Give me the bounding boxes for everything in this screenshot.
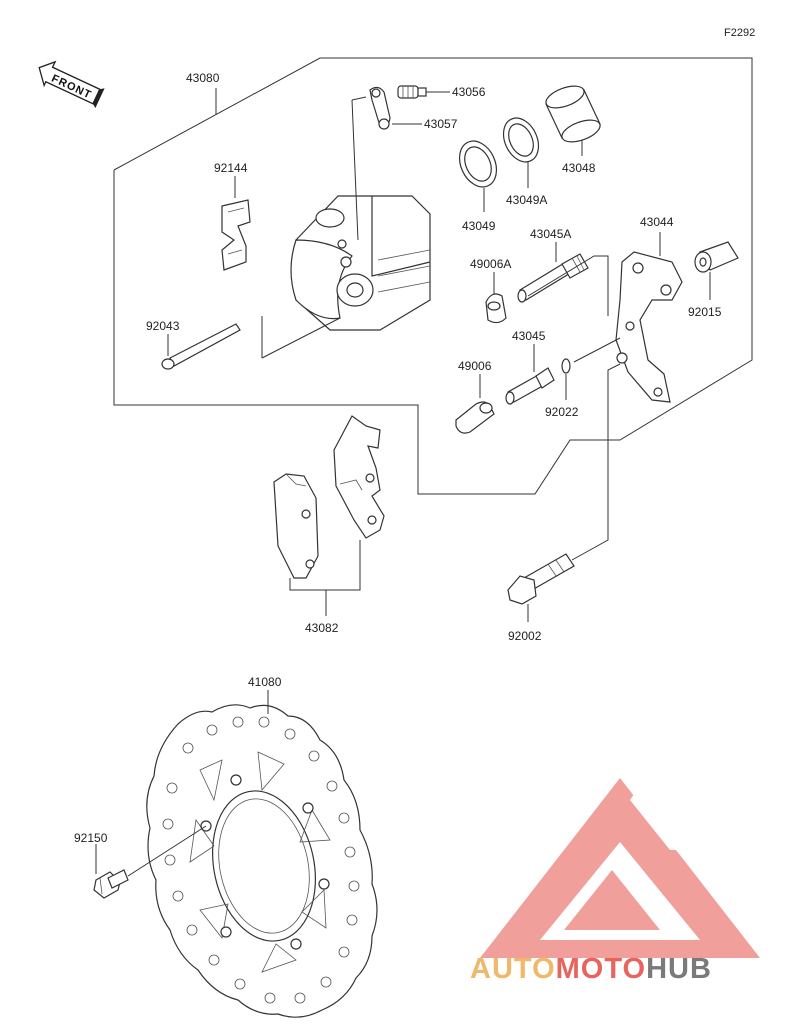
ring-guide [573, 337, 621, 363]
label-49006A: 49006A [470, 257, 511, 271]
label-43056: 43056 [452, 85, 486, 99]
label-43057: 43057 [424, 117, 458, 131]
shaft-part [505, 367, 555, 405]
shaft-a-guide [527, 255, 609, 316]
label-43049A: 43049A [506, 193, 547, 207]
label-92015: 92015 [688, 305, 722, 319]
pad-spring-part [221, 199, 251, 271]
label-43080: 43080 [186, 71, 220, 85]
disc-bolt-guide [127, 825, 207, 877]
watermark-hub: HUB [646, 953, 712, 985]
pin-guide-2 [261, 317, 341, 359]
label-92144: 92144 [214, 161, 248, 175]
disc-bolt-part [93, 869, 129, 899]
watermark-logo [480, 778, 760, 958]
pad-pin-part [161, 323, 241, 370]
label-49006: 49006 [458, 359, 492, 373]
label-43045A: 43045A [530, 227, 571, 241]
piston-part [545, 85, 601, 143]
brake-disc-part [146, 704, 378, 1018]
pad-left-part [273, 473, 319, 579]
watermark-auto: AUTO [470, 953, 556, 985]
pad-bracket [289, 540, 361, 591]
piston-seal-part [458, 140, 498, 188]
bolt-guide [571, 363, 621, 561]
caliper-bolt-part [507, 553, 575, 605]
label-43049: 43049 [462, 219, 496, 233]
front-arrow: FRONT [38, 60, 105, 109]
pad-right-part [333, 415, 385, 539]
label-43048: 43048 [562, 161, 596, 175]
bleeder-cap-part [369, 86, 391, 130]
label-43044: 43044 [640, 215, 674, 229]
caliper-body-part [290, 96, 431, 331]
shaft-a-part [517, 253, 589, 303]
watermark-moto: MOTO [556, 953, 646, 985]
label-92022: 92022 [545, 405, 579, 419]
label-41080: 41080 [248, 675, 282, 689]
boot-a-part [485, 293, 507, 324]
label-92002: 92002 [508, 629, 542, 643]
ring-part [561, 358, 571, 374]
sleeve-part [694, 241, 739, 273]
figure-code: F2292 [724, 27, 755, 39]
label-43082: 43082 [305, 621, 339, 635]
bleeder-valve-part [397, 85, 427, 99]
label-43045: 43045 [512, 329, 546, 343]
caliper-assy-boundary [113, 57, 753, 495]
label-92150: 92150 [74, 831, 108, 845]
boot-part [455, 401, 495, 434]
dust-seal-part [502, 117, 540, 163]
label-92043: 92043 [146, 319, 180, 333]
watermark-text: AUTOMOTOHUB [470, 953, 712, 985]
holder-part [615, 251, 683, 403]
